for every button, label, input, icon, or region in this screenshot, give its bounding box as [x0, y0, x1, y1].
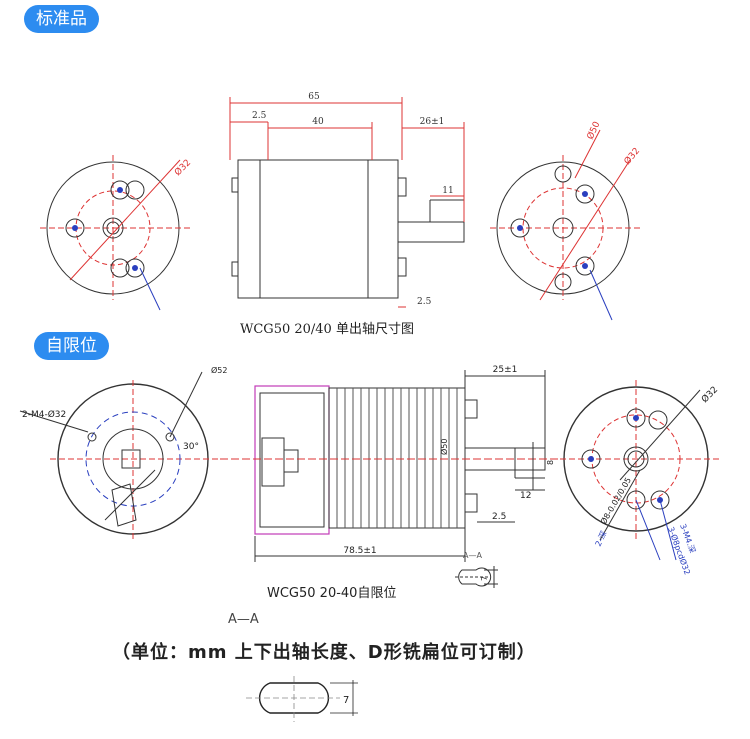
limit-side-view [220, 370, 560, 562]
dim-angle-30: 30° [183, 442, 199, 452]
dim-phi32-limit: Ø32 [699, 384, 720, 405]
dim-2-m4-phi32: 2-M4-Ø32 [22, 409, 66, 420]
dim-2-5-limit: 2.5 [492, 512, 506, 522]
dim-shaft-25: 25±1 [493, 365, 518, 375]
dim-phi8-tolerance: Ø8-0.02/0.05 [598, 475, 633, 526]
standard-side-view [229, 97, 465, 308]
limit-left-end-view [19, 371, 230, 540]
caption-section-aa: A—A [228, 612, 259, 627]
dim-phi52: Ø52 [211, 365, 227, 375]
dim-total-length: 65 [308, 92, 320, 102]
dim-body-length: 40 [312, 117, 324, 127]
dim-2-5-top: 2.5 [252, 111, 267, 121]
dim-phi50-side: Ø50 [439, 439, 449, 455]
standard-left-end-view [40, 155, 190, 311]
dim-2-side: 2-深 [594, 530, 609, 548]
dim-phi32-right: Ø32 [622, 146, 642, 167]
unit-note: （单位：mm 上下出轴长度、D形铣扁位可订制） [112, 642, 536, 663]
small-aa-section [455, 566, 498, 588]
dim-shaft-length: 26±1 [420, 117, 445, 127]
section-label-limit: 自限位 [34, 332, 109, 360]
standard-right-end-view [490, 129, 640, 321]
dim-2-5-bottom: 2.5 [417, 297, 432, 307]
bottom-aa-section [246, 676, 358, 722]
dim-12: 12 [520, 491, 531, 501]
dim-phi32-left: Ø32 [172, 157, 193, 178]
dim-7-bottom: 7 [343, 695, 349, 706]
caption-standard: WCG50 20/40 单出轴尺寸图 [240, 322, 414, 337]
section-label-standard: 标准品 [24, 5, 99, 33]
dim-flat-8: 8 [546, 460, 555, 465]
dim-flat-length: 11 [442, 186, 453, 196]
limit-right-end-view [560, 380, 720, 561]
caption-limit: WCG50 20-40自限位 [267, 586, 397, 601]
dim-7-small: 7 [480, 576, 489, 581]
dim-78-5: 78.5±1 [343, 546, 376, 556]
section-aa-marker: A—A [463, 551, 482, 560]
